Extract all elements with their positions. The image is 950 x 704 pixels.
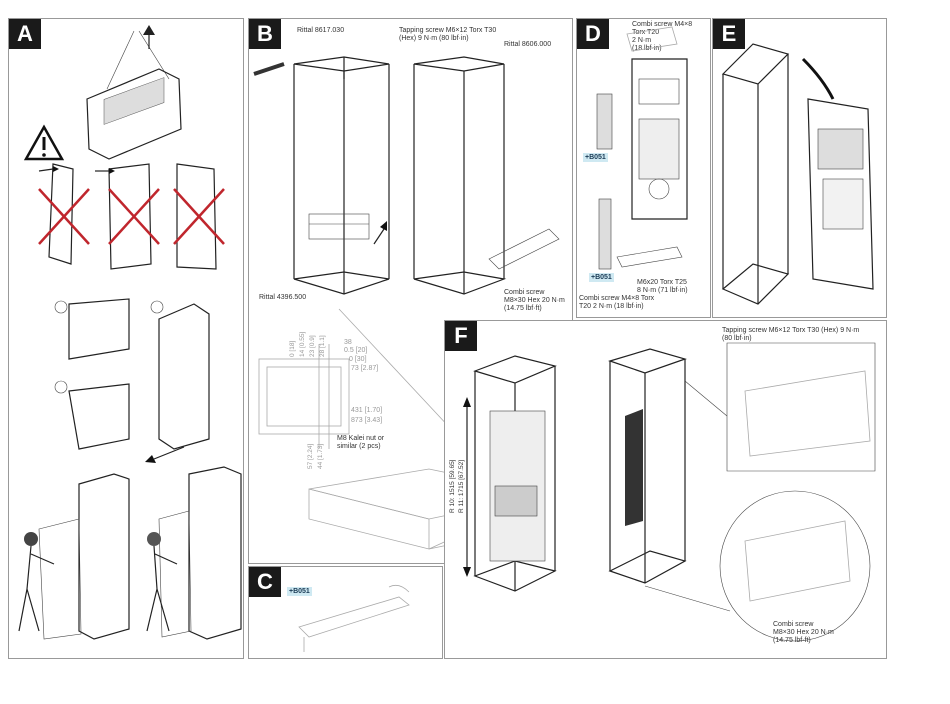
dim-top-1: 38 [344, 339, 352, 346]
panel-a: A [8, 18, 244, 659]
wrong-orientation-3 [173, 163, 225, 270]
label-tapping-screw: Tapping screw M6×12 Torx T30 (Hex) 9 N·m… [399, 27, 497, 42]
dim-bottom-1: 431 [1.70] [351, 407, 383, 414]
label-kalei-nut: M8 Kalei nut or similar (2 pcs) [337, 435, 385, 450]
wrong-orientation-2 [95, 163, 160, 270]
dim-top-4: 73 [2.87] [351, 365, 379, 372]
panel-b: B Rittal 8617.030 Tapping screw M6×12 To… [248, 18, 573, 564]
panel-e: E [712, 18, 887, 318]
label-combi-screw-bottom: Combi screw M4×8 Torx T20 2 N·m (18 lbf·… [579, 295, 655, 310]
panel-b-badge: B [249, 19, 281, 49]
tag-b051-c: +B051 [287, 587, 312, 596]
tag-b051-d2: +B051 [589, 273, 614, 282]
panel-f: F Tapping screw M6×12 Torx T30 (Hex) 9 N… [444, 320, 887, 659]
panel-f-badge: F [445, 321, 477, 351]
panel-d: D Combi screw M4×8 Torx T20 2 N·m (18 lb… [576, 18, 711, 318]
dim-top-2: 0.5 [20] [344, 347, 368, 354]
panel-c-badge: C [249, 567, 281, 597]
label-rittal-4396: Rittal 4396.500 [259, 294, 307, 301]
panel-d-badge: D [577, 19, 609, 49]
rack-frame-left [293, 56, 390, 295]
panel-b-illustration [253, 56, 560, 550]
panel-e-badge: E [713, 19, 745, 49]
label-tapping-screw-f: Tapping screw M6×12 Torx T30 (Hex) 9 N·m… [722, 327, 860, 342]
panel-d-illustration [596, 26, 688, 270]
panel-c-illustration [298, 584, 410, 652]
wrong-orientation-1 [38, 163, 90, 265]
label-combi-screw: Combi screw M8×30 Hex 20 N·m (14.75 lbf·… [504, 289, 565, 312]
panel-a-badge: A [9, 19, 41, 49]
label-screw-t25: M6x20 Torx T25 8 N·m (71 lbf·in) [637, 279, 688, 294]
panel-a-illustration [18, 25, 242, 640]
panel-e-illustration [721, 43, 874, 305]
panel-f-illustration [463, 342, 876, 642]
dim-top-3: 0 [30] [349, 356, 367, 363]
label-rittal-8617: Rittal 8617.030 [297, 27, 345, 34]
label-rittal-8606: Rittal 8606.000 [504, 41, 552, 48]
dim-bottom-2: 873 [3.43] [351, 417, 383, 424]
panel-c: C +B051 [248, 566, 443, 659]
rack-frame-right [413, 56, 560, 295]
tag-b051-d1: +B051 [583, 153, 608, 162]
